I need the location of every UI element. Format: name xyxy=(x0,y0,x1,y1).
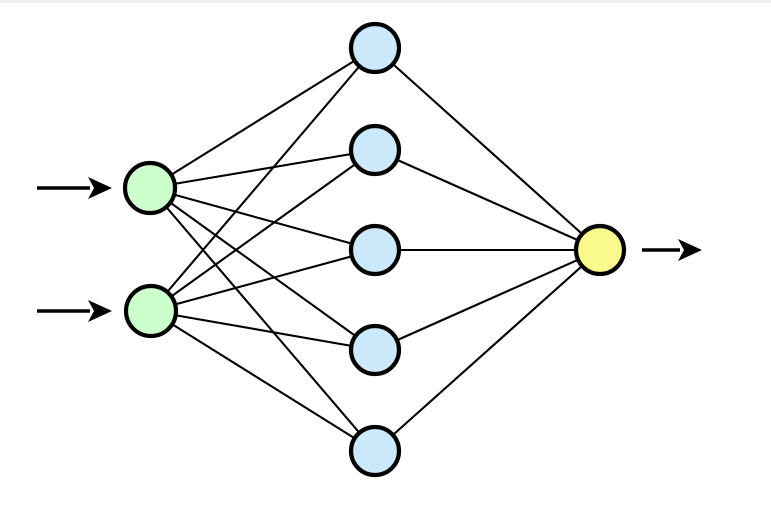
arrows-group xyxy=(37,177,702,322)
edge-i2-h4 xyxy=(150,309,376,352)
node-i2-input xyxy=(123,283,179,339)
edge-h2-o1 xyxy=(374,149,601,251)
output-arrow-head xyxy=(678,239,702,261)
edge-h4-o1 xyxy=(374,249,601,351)
edge-i1-h2 xyxy=(149,148,376,190)
edge-i2-h2 xyxy=(150,149,376,312)
edge-i2-h5 xyxy=(150,310,376,452)
edge-h5-o1 xyxy=(374,249,601,452)
node-h1-hidden xyxy=(348,21,402,75)
input-arrow-bottom-head xyxy=(88,300,112,322)
edges-group xyxy=(149,47,601,452)
edge-i2-h1 xyxy=(150,47,376,312)
edge-i1-h4 xyxy=(149,187,376,351)
node-h5-hidden xyxy=(348,424,402,478)
edge-i1-h1 xyxy=(149,47,376,189)
node-o1-output xyxy=(573,223,627,277)
input-arrow-top-head xyxy=(88,177,112,199)
edge-i2-h3 xyxy=(150,248,376,313)
output-arrow-icon xyxy=(642,239,702,261)
node-h3-hidden xyxy=(348,223,402,277)
node-h4-hidden xyxy=(348,323,402,377)
nodes-group xyxy=(122,21,627,478)
edge-h1-o1 xyxy=(374,47,601,251)
input-arrow-bottom-icon xyxy=(37,300,112,322)
input-arrow-top-icon xyxy=(37,177,112,199)
node-h2-hidden xyxy=(348,123,402,177)
edge-i1-h3 xyxy=(149,186,376,252)
edge-i1-h5 xyxy=(149,187,376,452)
node-i1-input xyxy=(122,160,178,216)
